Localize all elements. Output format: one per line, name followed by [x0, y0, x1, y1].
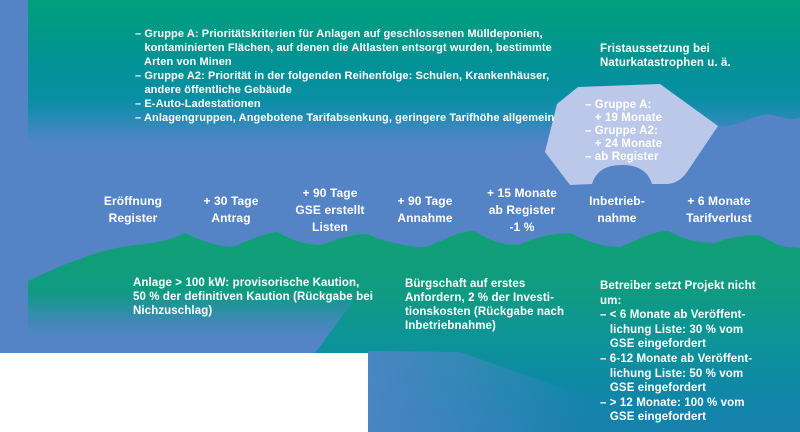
bottom-right-blue-fade [368, 351, 590, 432]
timeline-step-ab-register: + 15 Monate ab Register -1 % [486, 186, 558, 234]
timeline-step-inbetriebnahme: Inbetrieb- nahme [589, 194, 645, 225]
note-buergschaft: Bürgschaft auf erstes Anfordern, 2 % der… [405, 278, 565, 332]
suspension-blob [545, 84, 718, 185]
timeline-step-annahme: + 90 Tage Annahme [397, 194, 453, 225]
criteria-list: – Gruppe A: Prioritätskriterien für Anla… [135, 28, 555, 124]
timeline-step-tarifverlust: + 6 Monate Tarifverlust [686, 194, 752, 225]
suspension-note: Fristaussetzung bei Naturkatastrophen u.… [600, 43, 731, 69]
timeline-step-eroeffnung-register: Eröffnung Register [103, 194, 163, 225]
suspension-blob-note: – Gruppe A: + 19 Monate – Gruppe A2: + 2… [585, 99, 663, 163]
mountain-silhouette [28, 231, 800, 432]
note-betreiber-penalty: Betreiber setzt Projekt nicht um: – < 6 … [600, 280, 756, 424]
note-kaution: Anlage > 100 kW: provisorische Kaution, … [133, 277, 373, 317]
bottom-left-blue-fade [28, 292, 360, 353]
timeline-step-antrag: + 30 Tage Antrag [203, 194, 259, 225]
timeline-step-gse-erstellt-listen: + 90 Tage GSE erstellt Listen [295, 186, 365, 234]
